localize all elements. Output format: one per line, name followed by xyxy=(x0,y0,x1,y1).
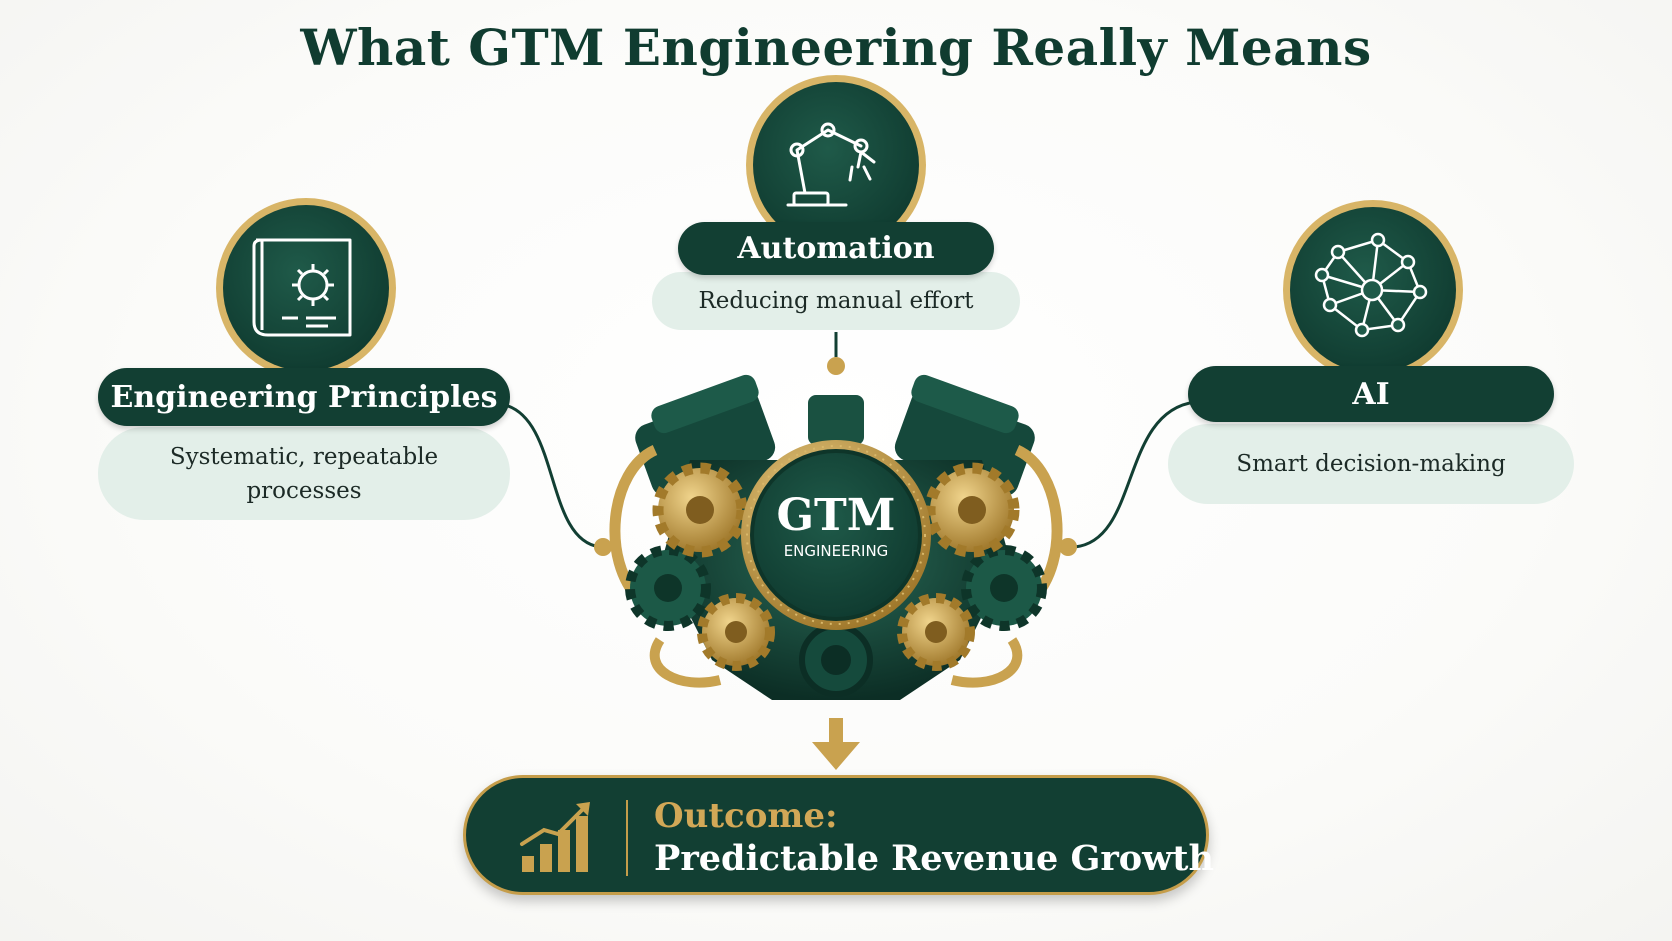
outcome-text: Predictable Revenue Growth xyxy=(654,838,1214,879)
robotic-arm-icon xyxy=(786,122,876,207)
outcome-label: Outcome: xyxy=(654,796,838,836)
connector-right xyxy=(1074,400,1196,549)
arrow-down-shaft xyxy=(829,718,843,745)
center-subtitle: ENGINEERING xyxy=(784,542,889,560)
center-title: GTM xyxy=(776,490,895,541)
neural-network-icon xyxy=(1314,232,1428,338)
icon-circle-ai xyxy=(1283,200,1463,380)
outcome-banner: Outcome: Predictable Revenue Growth xyxy=(463,775,1214,895)
engineering-principles-description-line-2: processes xyxy=(246,477,362,504)
automation-title: Automation xyxy=(678,222,994,275)
ai-description: Smart decision-making xyxy=(1168,424,1574,504)
ai-title: AI xyxy=(1188,366,1554,422)
ai-description-line-1: Smart decision-making xyxy=(1236,451,1506,477)
automation-description: Reducing manual effort xyxy=(652,272,1020,330)
icon-circle-engineering xyxy=(216,198,396,378)
automation-description-line-1: Reducing manual effort xyxy=(698,288,974,314)
outcome-divider xyxy=(626,800,628,876)
connector-left xyxy=(504,403,601,549)
arrow-down-head xyxy=(812,742,860,770)
engineering-principles-description-line-1: Systematic, repeatable xyxy=(169,443,439,470)
connector-right-dot xyxy=(1059,538,1077,556)
connector-left-dot xyxy=(594,538,612,556)
connectors xyxy=(504,332,1196,770)
connector-top-dot xyxy=(827,357,845,375)
blueprint-gear-icon xyxy=(252,238,352,337)
engineering-principles-description: Systematic, repeatable processes xyxy=(98,427,510,520)
engine-illustration: GTM ENGINEERING xyxy=(609,374,1063,700)
page-title: What GTM Engineering Really Means xyxy=(300,18,1372,77)
engineering-principles-title: Engineering Principles xyxy=(98,368,510,426)
icon-circle-automation xyxy=(746,75,926,255)
growth-chart-icon xyxy=(520,802,590,872)
